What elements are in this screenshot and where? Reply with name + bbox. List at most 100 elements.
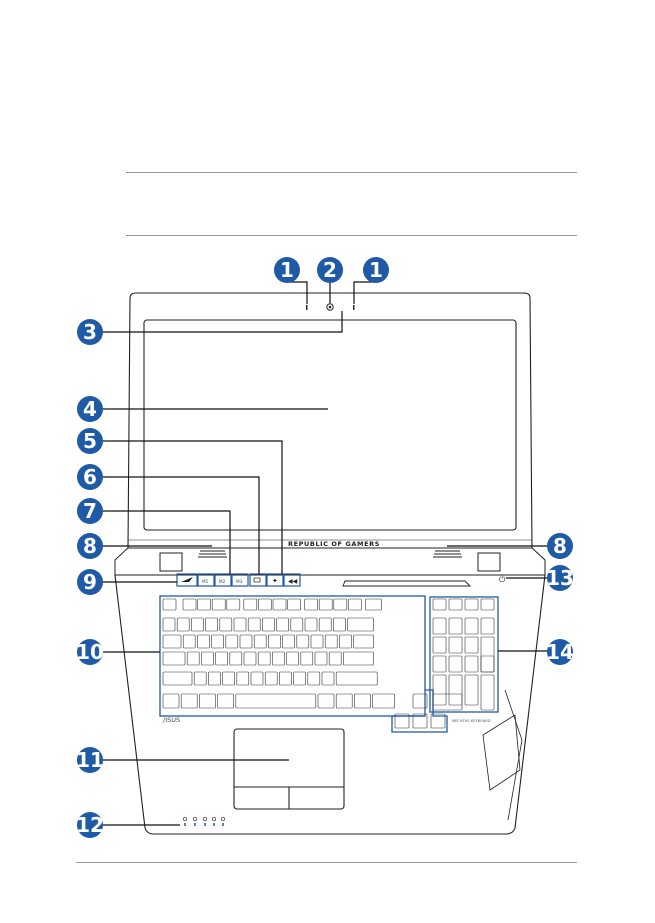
key bbox=[211, 598, 226, 611]
fan-icon: ✦ bbox=[272, 577, 278, 585]
webcam-icon bbox=[326, 303, 334, 311]
recording-key bbox=[249, 573, 267, 587]
key bbox=[432, 636, 447, 654]
key bbox=[304, 598, 318, 611]
key bbox=[215, 651, 228, 666]
key bbox=[412, 693, 428, 709]
key bbox=[243, 598, 258, 611]
callout-number: 1 bbox=[369, 258, 383, 282]
brand-text: REPUBLIC OF GAMERS bbox=[288, 540, 380, 548]
battery-led-icon bbox=[192, 816, 198, 822]
key bbox=[304, 617, 318, 632]
key bbox=[372, 693, 395, 709]
key bbox=[296, 634, 310, 649]
key bbox=[432, 598, 447, 611]
key bbox=[257, 651, 271, 666]
callout-number: 11 bbox=[76, 748, 104, 772]
callout-12: 12 bbox=[76, 812, 104, 838]
callout-1: 1 bbox=[274, 257, 300, 283]
key bbox=[318, 617, 332, 632]
key bbox=[186, 651, 200, 666]
callout-7: 7 bbox=[77, 498, 103, 524]
mute-icon: ◀◀ bbox=[288, 578, 298, 585]
key bbox=[264, 671, 278, 686]
laptop-lid bbox=[127, 292, 533, 549]
microphone-left bbox=[306, 305, 308, 310]
callout-number: 8 bbox=[553, 534, 567, 558]
callout-number: 7 bbox=[83, 499, 97, 523]
callout-10: 10 bbox=[76, 639, 104, 665]
key bbox=[348, 598, 362, 611]
camera-icon bbox=[253, 577, 261, 583]
rog-key bbox=[176, 573, 198, 587]
hotkey-m1 bbox=[197, 573, 215, 587]
key bbox=[262, 617, 275, 632]
key bbox=[347, 617, 374, 632]
mute-key bbox=[283, 573, 301, 587]
key bbox=[182, 598, 197, 611]
bottom-rule bbox=[76, 862, 577, 863]
key bbox=[219, 617, 233, 632]
callout-number: 8 bbox=[83, 534, 97, 558]
key bbox=[276, 617, 289, 632]
power-icon: ⏻ bbox=[499, 575, 506, 584]
speaker-right bbox=[433, 550, 462, 558]
hotkey-m3 bbox=[231, 573, 249, 587]
key bbox=[197, 634, 210, 649]
key bbox=[205, 617, 218, 632]
drive-led-icon bbox=[202, 816, 208, 822]
key bbox=[333, 598, 348, 611]
callout-number: 3 bbox=[83, 320, 97, 344]
laptop-base bbox=[114, 574, 546, 835]
key bbox=[162, 651, 186, 666]
lock-led-icon bbox=[220, 816, 226, 822]
key bbox=[432, 655, 447, 673]
key bbox=[318, 598, 333, 611]
key bbox=[176, 617, 190, 632]
key bbox=[182, 634, 196, 649]
key bbox=[307, 671, 321, 686]
key bbox=[480, 674, 495, 711]
callout-13: 13 bbox=[546, 565, 574, 591]
key bbox=[225, 634, 239, 649]
key bbox=[236, 671, 250, 686]
key bbox=[293, 671, 306, 686]
hinge-area bbox=[114, 547, 546, 576]
key bbox=[480, 655, 495, 673]
key bbox=[448, 617, 463, 635]
key bbox=[197, 598, 211, 611]
callout-number: 4 bbox=[83, 397, 97, 421]
callout-number: 5 bbox=[83, 429, 97, 453]
key bbox=[162, 634, 182, 649]
rog-key-icon bbox=[181, 577, 193, 582]
key bbox=[286, 651, 299, 666]
hotkey-m3-label: M3 bbox=[236, 579, 243, 584]
key bbox=[233, 617, 247, 632]
key bbox=[480, 598, 495, 611]
key bbox=[226, 598, 241, 611]
numeric-keypad bbox=[432, 598, 495, 711]
callout-number: 1 bbox=[280, 258, 294, 282]
keyboard-highlight bbox=[159, 595, 426, 717]
key bbox=[464, 598, 479, 611]
key bbox=[239, 634, 253, 649]
status-indicators bbox=[182, 816, 226, 826]
key bbox=[480, 617, 495, 635]
hotkey-row: M1 M2 M3 ✦ ◀◀ bbox=[176, 573, 301, 587]
key bbox=[290, 617, 304, 632]
key bbox=[314, 651, 328, 666]
key bbox=[208, 671, 221, 686]
key bbox=[432, 674, 447, 706]
key bbox=[464, 636, 479, 654]
key bbox=[229, 651, 243, 666]
key bbox=[335, 693, 353, 709]
key bbox=[235, 693, 317, 709]
key bbox=[464, 674, 479, 706]
top-rule bbox=[126, 172, 577, 173]
callout-11: 11 bbox=[76, 747, 104, 773]
wireless-led-icon bbox=[211, 816, 217, 822]
callout-8: 8 bbox=[77, 533, 103, 559]
key bbox=[430, 713, 446, 729]
hotkey-m2-label: M2 bbox=[219, 579, 226, 584]
